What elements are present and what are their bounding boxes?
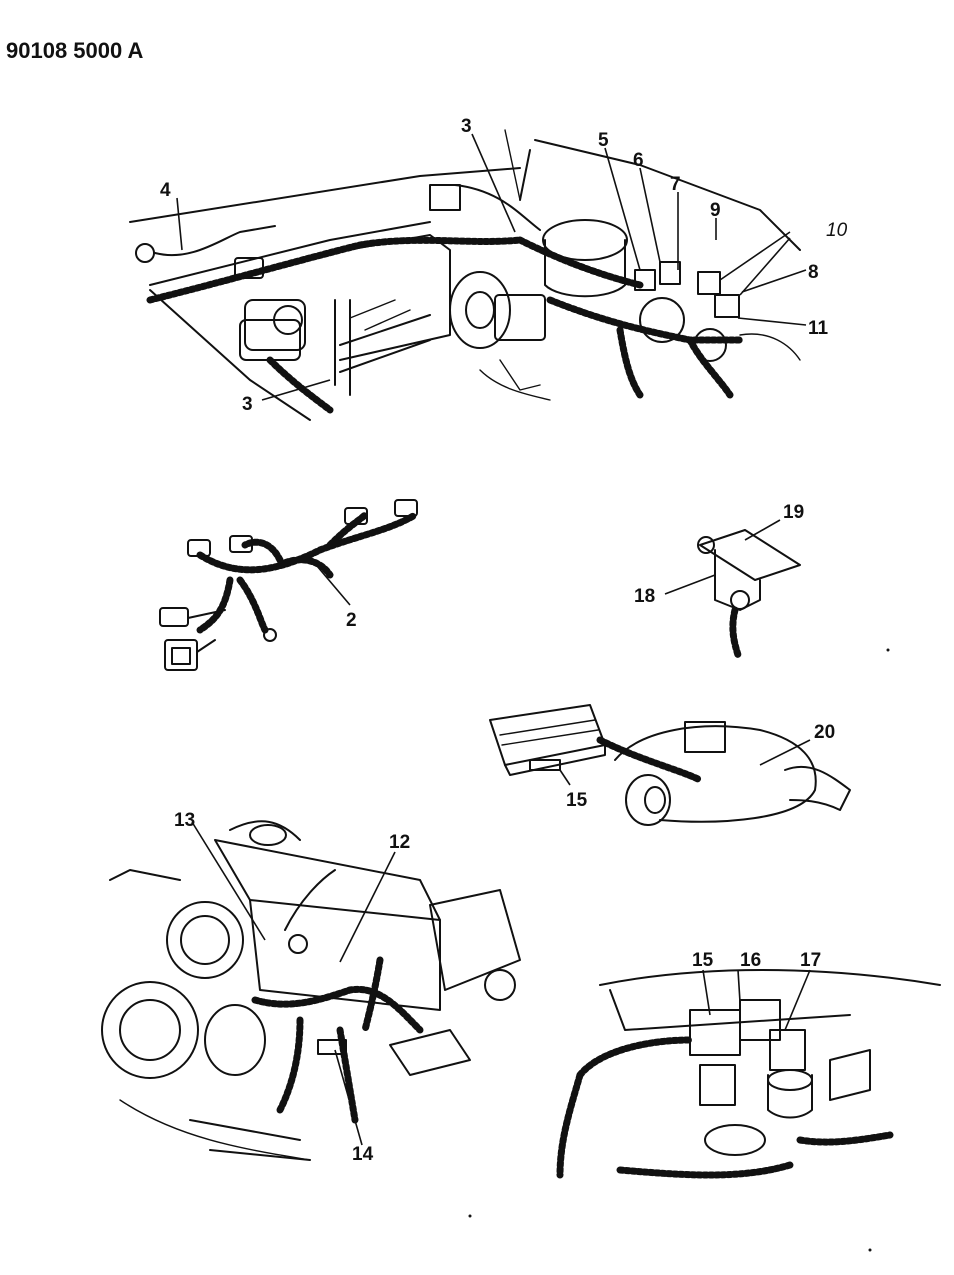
callout-5: 5 [598,130,609,151]
callout-15-controller: 15 [566,790,588,811]
callout-11: 11 [808,318,829,339]
callout-9: 9 [710,200,721,221]
callout-18: 18 [634,586,655,607]
controller-air-cleaner-view [489,704,851,826]
engine-view [101,820,521,1161]
callout-3-bottom: 3 [242,394,253,415]
callout-4: 4 [160,180,171,201]
callout-15-relay: 15 [692,950,714,971]
callout-12: 12 [389,832,410,853]
harness-view [159,499,419,671]
callout-10: 10 [826,220,848,241]
callout-13: 13 [174,810,195,831]
relay-area-view [556,969,941,1179]
sensor-bracket-view [664,519,801,659]
callout-20: 20 [814,722,835,743]
callout-19: 19 [783,502,804,523]
callout-16: 16 [740,950,761,971]
document-number: 90108 5000 A [6,38,144,63]
callout-8: 8 [808,262,819,283]
engine-compartment-view [129,129,807,421]
callout-7: 7 [670,174,681,195]
callout-14: 14 [352,1144,374,1165]
callout-17: 17 [800,950,821,971]
callout-2: 2 [346,610,357,631]
callout-3-top: 3 [461,116,472,137]
callout-6: 6 [633,150,644,171]
